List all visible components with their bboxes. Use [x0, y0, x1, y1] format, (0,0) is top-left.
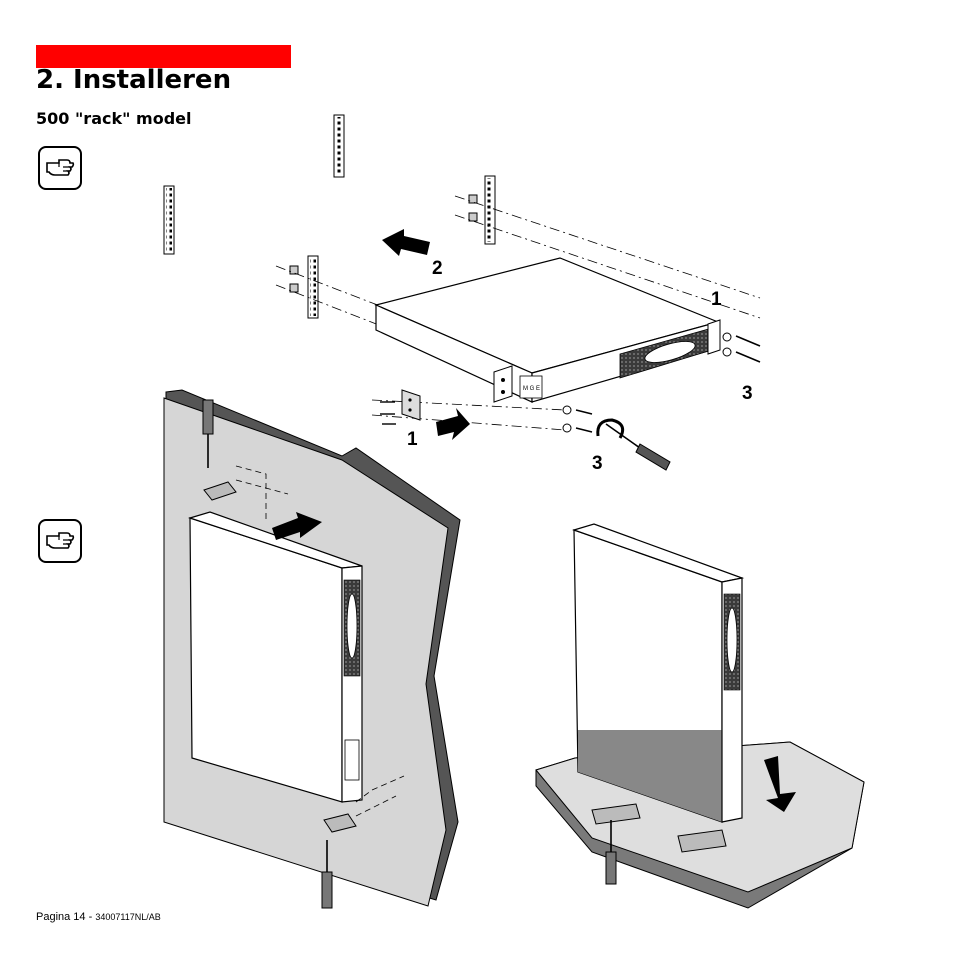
section-title: 2. Installeren [36, 65, 232, 95]
screwdriver-icon [596, 418, 671, 471]
document-code: 34007117NL/AB [95, 912, 161, 922]
arrow-wall-icon [272, 512, 322, 540]
arrow-down-icon [764, 756, 796, 812]
callout-step1-top: 1 [711, 289, 722, 310]
wall-guide-lines [235, 465, 405, 817]
arrow-step2-icon [382, 229, 430, 256]
section-color-bar [36, 45, 291, 68]
tower-ups [572, 523, 745, 823]
floor-feet [591, 803, 727, 853]
arrow-step1-icon [436, 408, 470, 440]
rack-rail-right-rear [484, 175, 496, 245]
wall-mounted-ups [187, 511, 363, 803]
page-number: Pagina 14 - [36, 911, 96, 923]
mounting-bracket-rack [401, 389, 421, 421]
wall-brackets [203, 481, 357, 833]
rack-rail-left-far-top [333, 114, 345, 178]
callout-step2: 2 [432, 258, 443, 279]
cage-nuts [289, 194, 478, 293]
screws-left [380, 401, 396, 425]
rack-rail-left-far [163, 185, 175, 255]
front-panel-label: M G E [523, 386, 540, 392]
page-footer: Pagina 14 - 34007117NL/AB [36, 910, 161, 924]
callout-step1-bottom: 1 [407, 429, 418, 450]
wall-screwdrivers [202, 399, 333, 909]
ups-rack-unit: M G E [374, 257, 721, 403]
floor-screwdriver [605, 820, 617, 885]
callout-step3-right: 3 [742, 383, 753, 404]
screws-right [562, 332, 761, 433]
section-subtitle: 500 "rack" model [36, 109, 192, 128]
rack-rail-left-front [307, 255, 319, 319]
pointing-hand-icon [38, 519, 82, 563]
callout-step3-bottom: 3 [592, 453, 603, 474]
pointing-hand-icon [38, 146, 82, 190]
